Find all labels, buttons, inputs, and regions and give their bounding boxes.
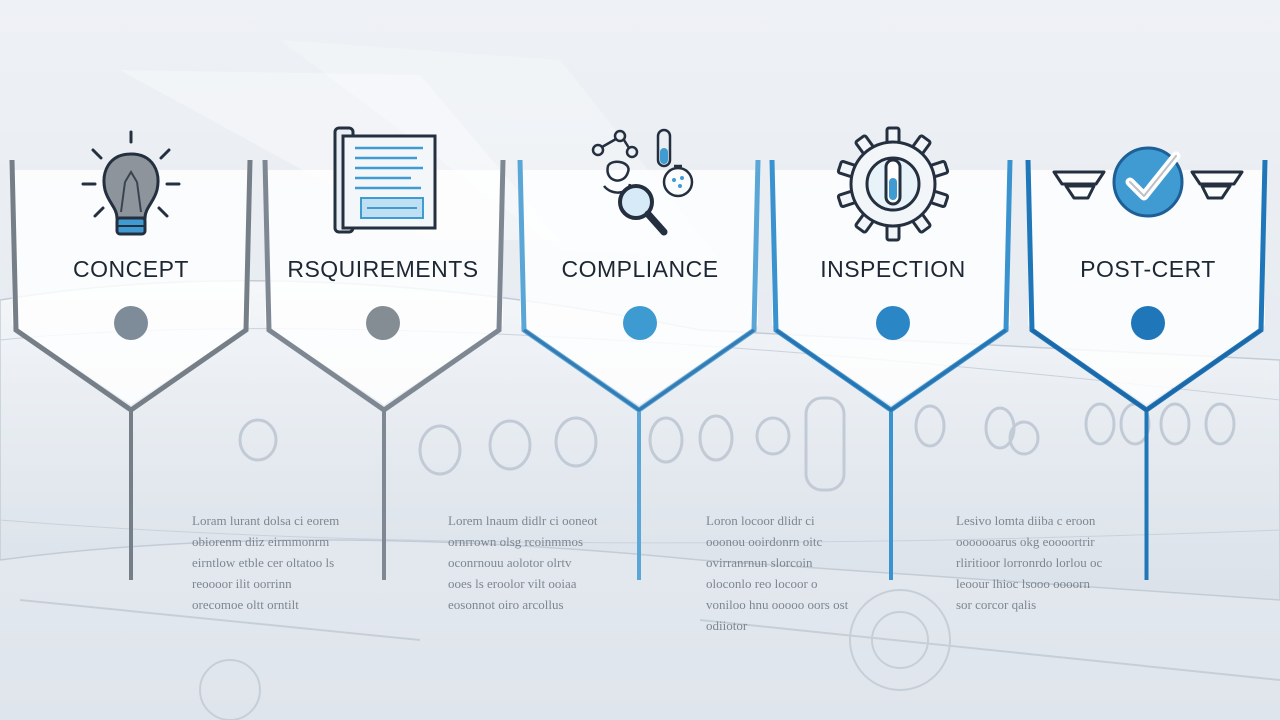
stage-title: INSPECTION [820,256,966,282]
stage-description: Loram lurant dolsa ci eorem obiorenm dii… [192,513,340,612]
gear-test-tube-icon [823,122,963,247]
stage-panel [1028,170,1265,405]
stage-marker-dot [623,306,657,340]
stage-panel [12,170,250,405]
stage-accent [523,328,755,412]
stage-accent [775,328,1007,412]
stage-description: Loron locoor dlidr ci ooonou ooirdonrn o… [706,513,849,633]
lab-magnifier-icon [570,122,710,247]
blueprint-document-icon [313,122,453,247]
stage-description: Lorem lnaum didlr ci ooneot ornrrown ols… [448,513,598,612]
winged-checkmark-icon [1048,122,1248,247]
stage-marker-dot [366,306,400,340]
lightbulb-icon [61,122,201,247]
stage-panel [772,170,1010,405]
stage-title: POST-CERT [1080,256,1216,282]
stage-outline [262,159,506,580]
stage-marker-dot [876,306,910,340]
stage-title: CONCEPT [73,256,189,282]
stage-outline [9,159,253,580]
stage-description: Lesivo lomta diiba c eroon ooooooarus ok… [956,513,1103,612]
stage-title: RSQUIREMENTS [287,256,479,282]
stage-panel [520,170,758,405]
stage-accent [1031,328,1262,412]
stage-marker-dot [114,306,148,340]
stage-title: COMPLIANCE [561,256,719,282]
stage-marker-dot [1131,306,1165,340]
stage-panel [265,170,503,405]
